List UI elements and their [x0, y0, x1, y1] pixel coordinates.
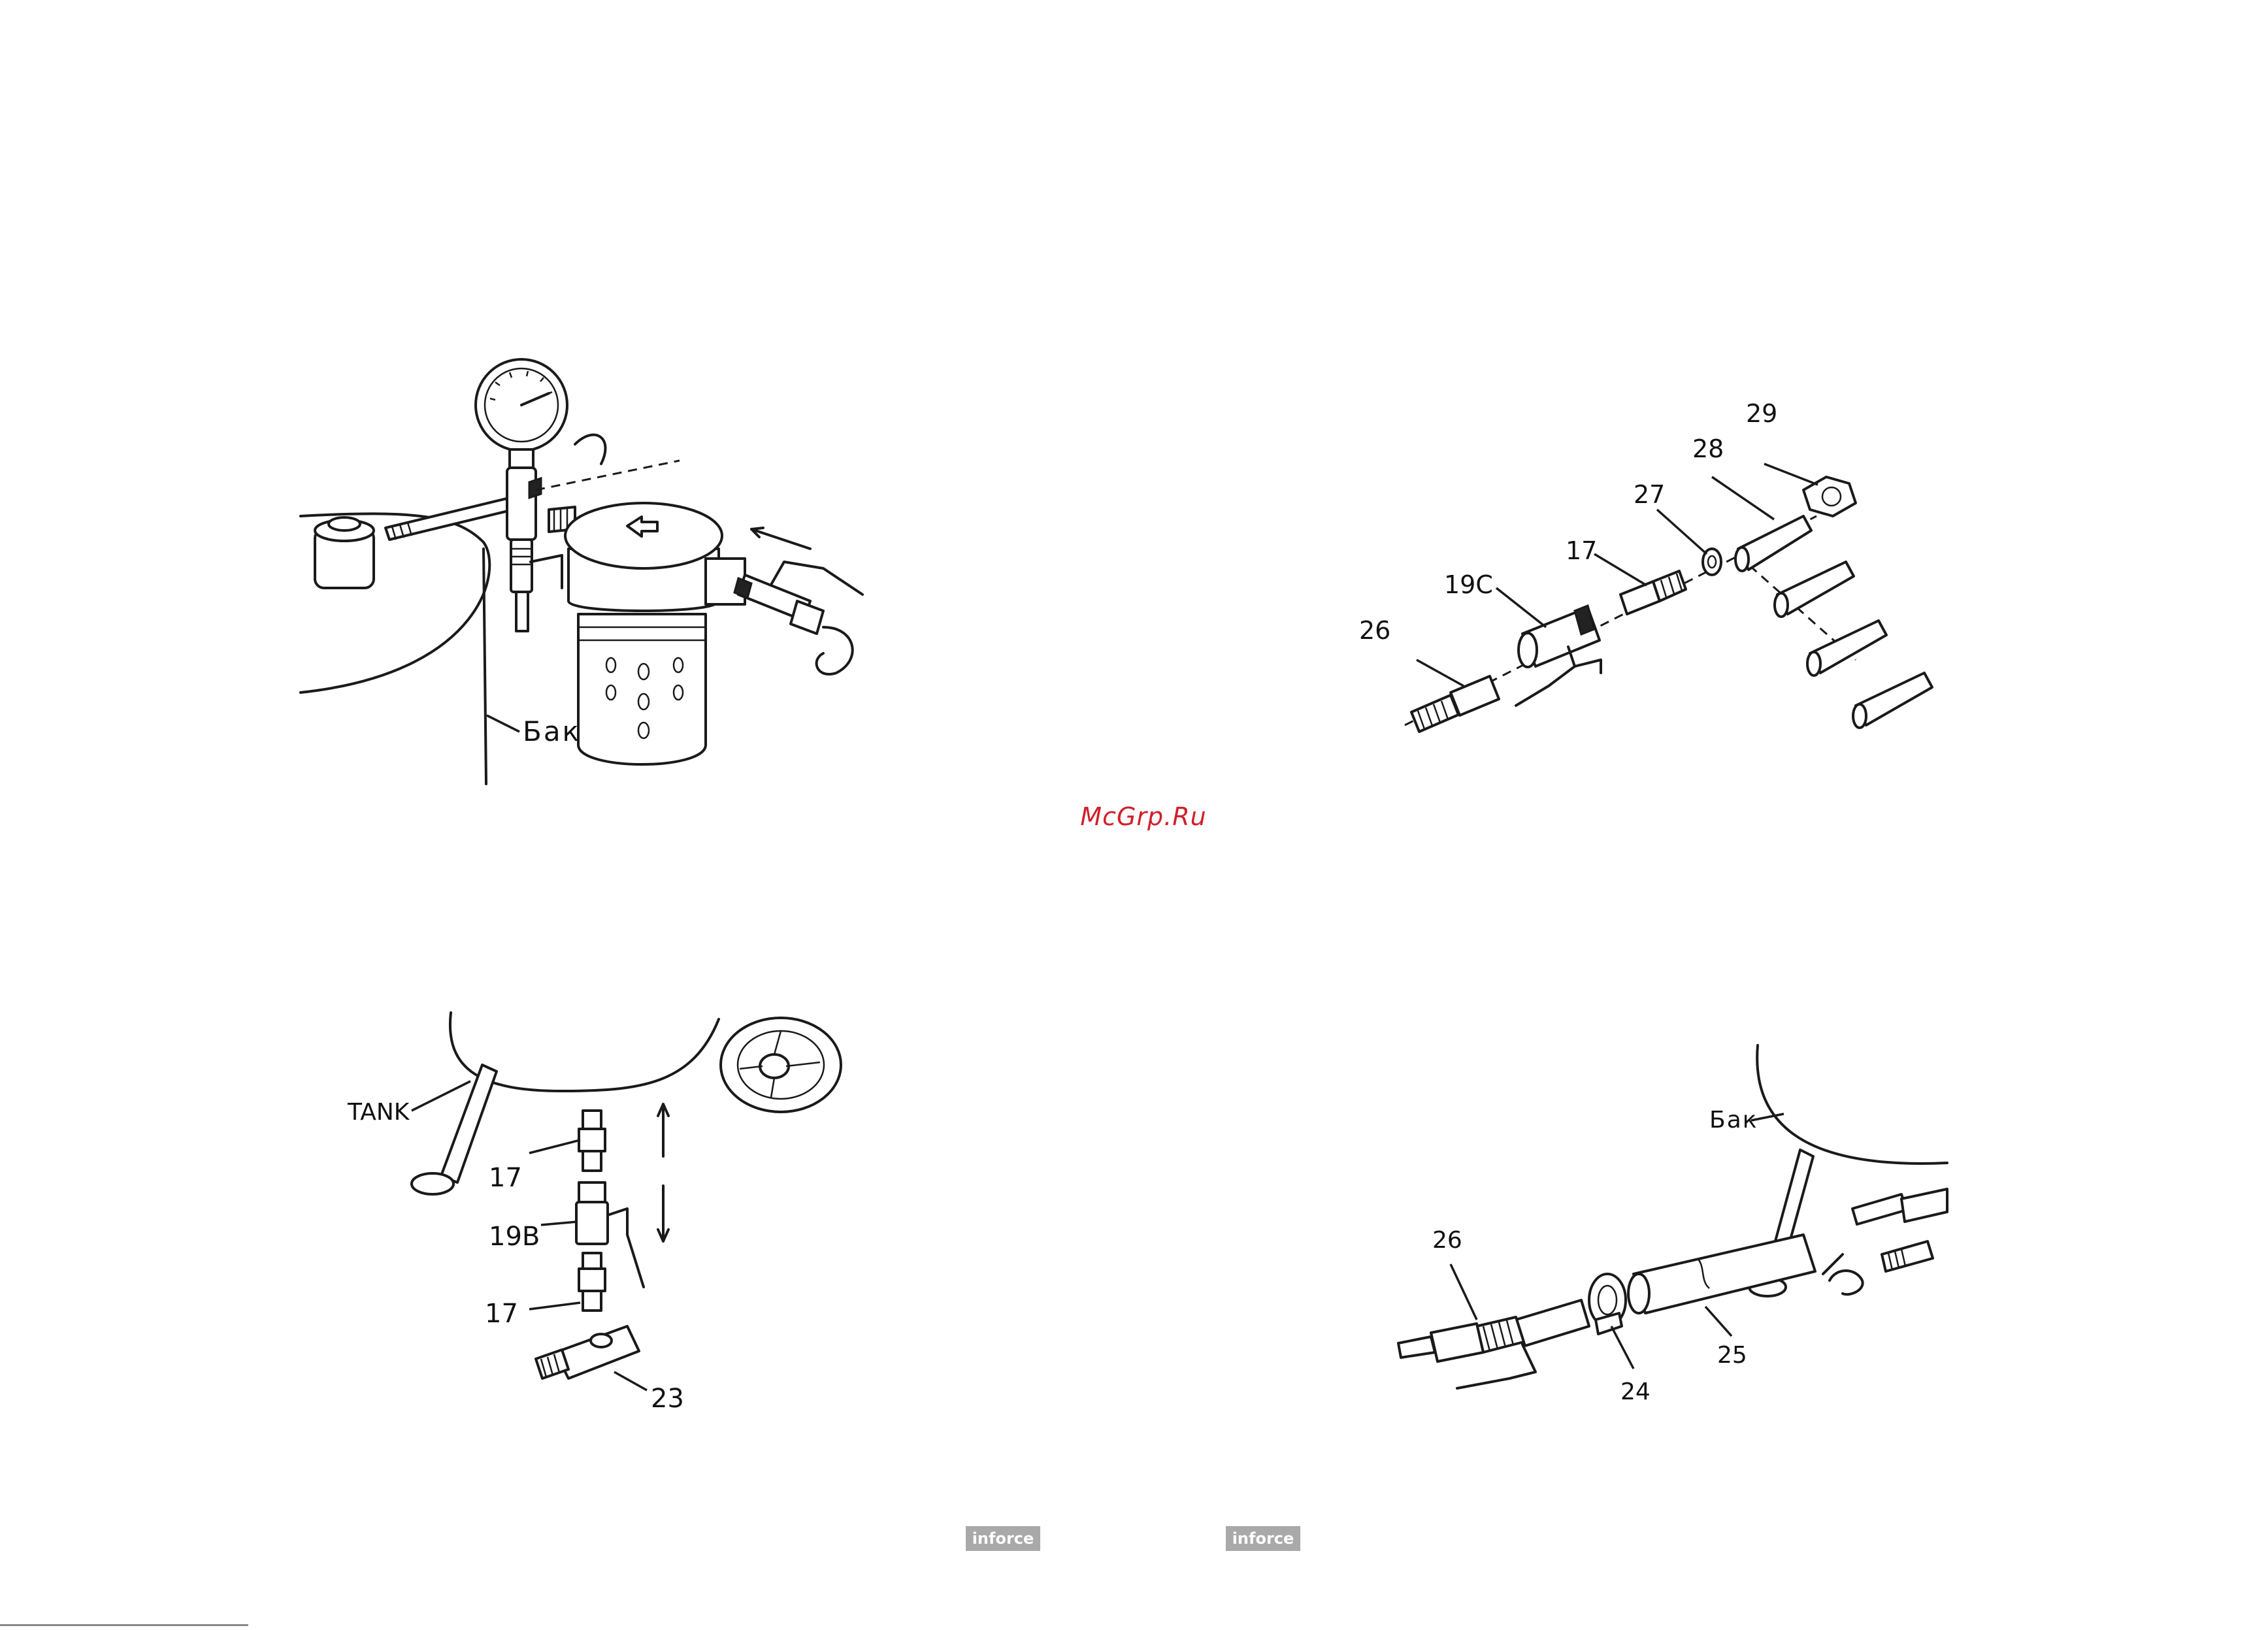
leader-19c	[1496, 588, 1546, 627]
page-bottom-rule	[0, 1624, 248, 1626]
tank-outline	[1757, 1045, 1947, 1164]
label-19b: 19B	[489, 1222, 540, 1252]
leader-29	[1764, 464, 1818, 485]
part-17-lower-nipple	[579, 1253, 605, 1311]
figure-hose-assembly: Бак 26 24 25	[1385, 1039, 1960, 1431]
arrow-up	[658, 1104, 668, 1156]
label-26: 26	[1432, 1227, 1462, 1254]
part-26-coupler-valve	[1398, 1300, 1589, 1388]
outlet-valve	[734, 562, 863, 674]
label-19c: 19C	[1444, 570, 1493, 599]
label-26: 26	[1359, 616, 1390, 645]
part-26-coupler	[1411, 676, 1499, 732]
tank-label-leader	[487, 715, 519, 732]
part-24-clamp	[1589, 1274, 1626, 1334]
leader-27	[1657, 510, 1707, 554]
part-17-upper-nipple	[579, 1111, 605, 1171]
axis-line	[536, 461, 680, 490]
flow-arrow	[751, 528, 810, 549]
figure-outlet-assembly: 29 28 27 17 19C 26	[1346, 385, 1967, 751]
label-27: 27	[1634, 480, 1665, 509]
brand-logo-right: inforce	[1226, 1526, 1300, 1551]
leader-25	[1705, 1307, 1732, 1336]
leader-17	[1594, 554, 1647, 585]
label-17b: 17	[485, 1299, 518, 1329]
wheel	[721, 1018, 841, 1112]
arrow-down	[658, 1186, 668, 1241]
leader-23	[614, 1372, 647, 1390]
valve-body	[507, 468, 562, 631]
part-25-hose	[1628, 1235, 1815, 1313]
label-25: 25	[1717, 1342, 1747, 1369]
leader-19b	[541, 1222, 578, 1225]
connecting-pipe	[386, 498, 514, 540]
label-17a: 17	[489, 1163, 522, 1193]
brand-logo-left: inforce	[966, 1526, 1040, 1551]
leader-26	[1417, 660, 1464, 686]
right-fittings	[1823, 1189, 1947, 1294]
label-24: 24	[1620, 1378, 1651, 1405]
leader-17b	[529, 1303, 580, 1309]
leader-24	[1611, 1326, 1634, 1369]
part-23-tee	[536, 1326, 639, 1378]
spare-nozzles	[1775, 562, 1932, 728]
leg-foot	[412, 1173, 453, 1194]
rotation-arc-1	[575, 435, 605, 464]
part-28-nozzle	[1735, 516, 1811, 571]
leader-26	[1451, 1264, 1477, 1320]
tank-leader	[412, 1081, 470, 1111]
part-19c-valve	[1516, 606, 1601, 706]
leader-28	[1712, 477, 1774, 519]
tank-label: Бак	[1709, 1107, 1758, 1133]
part-17-nipple	[1620, 571, 1686, 614]
tank-cap	[315, 517, 374, 588]
watermark-text: McGrp.Ru	[1045, 802, 1241, 831]
tank-label: TANK	[347, 1099, 410, 1126]
leader-17a	[529, 1140, 580, 1153]
figure-gauge-filter: Бак	[288, 353, 915, 797]
figure-drain-valve: TANK 17 19B 17 23	[340, 1006, 876, 1424]
label-29: 29	[1746, 399, 1777, 428]
tank-label: Бак	[523, 715, 581, 747]
label-28: 28	[1692, 434, 1724, 463]
label-23: 23	[651, 1384, 684, 1414]
label-17: 17	[1566, 536, 1597, 565]
pressure-gauge	[476, 359, 567, 469]
